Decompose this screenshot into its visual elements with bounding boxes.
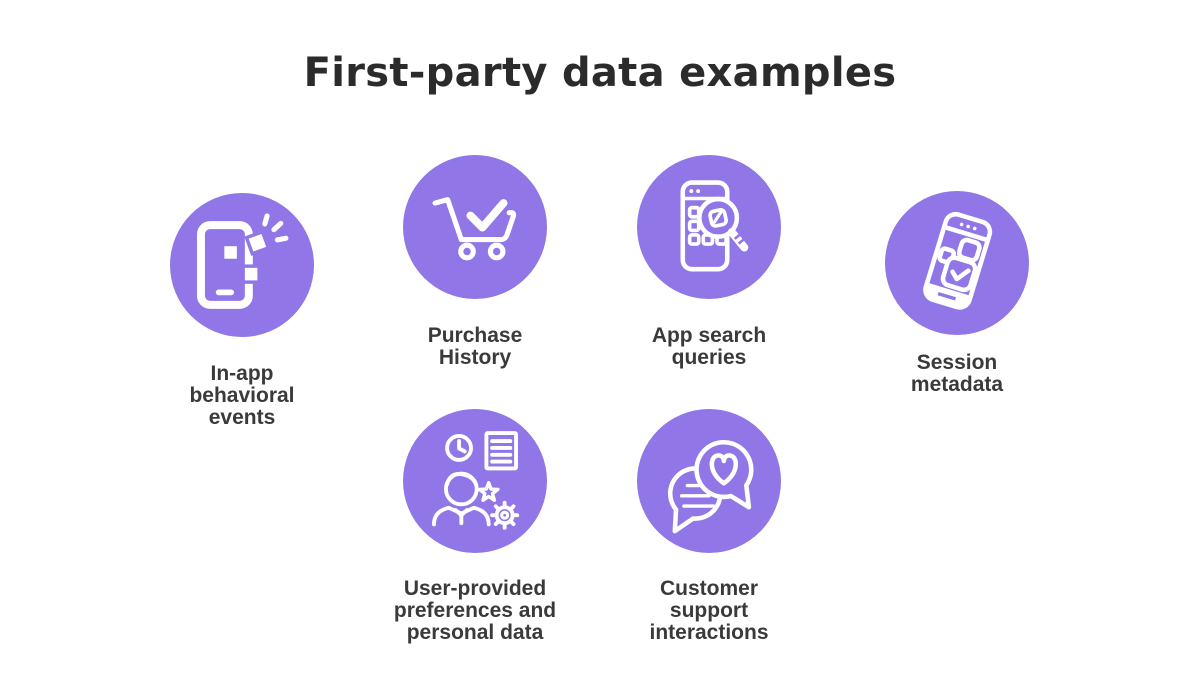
cart-check-icon [432, 197, 517, 261]
page-title: First-party data examples [303, 50, 897, 96]
chat-heart-icon [667, 439, 754, 534]
circle-user-preferences [403, 409, 547, 553]
label-purchase-history: Purchase History [427, 324, 523, 369]
user-preferences-icon [432, 431, 520, 530]
phone-app-events-icon [196, 213, 289, 309]
circle-in-app-behavioral-events [170, 193, 314, 337]
label-customer-support: Customer support interactions [649, 577, 769, 644]
label-in-app-behavioral-events: In-app behavioral events [189, 362, 295, 429]
label-user-preferences: User-provided preferences and personal d… [393, 577, 557, 644]
phone-search-icon [680, 180, 749, 272]
phone-session-check-icon [923, 211, 993, 310]
circle-session-metadata [885, 191, 1029, 335]
label-app-search-queries: App search queries [651, 324, 767, 369]
circle-app-search-queries [637, 155, 781, 299]
circle-customer-support [637, 409, 781, 553]
circle-purchase-history [403, 155, 547, 299]
label-session-metadata: Session metadata [910, 351, 1004, 396]
